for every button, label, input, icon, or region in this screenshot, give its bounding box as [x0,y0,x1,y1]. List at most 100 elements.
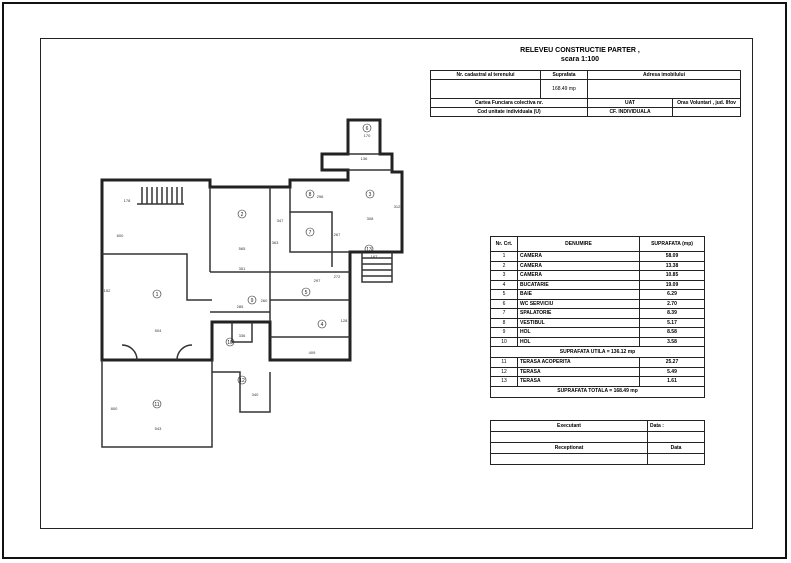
row-nr: 5 [490,289,518,300]
room-number: 6 [366,126,369,132]
row-name: CAMERA [517,251,640,262]
dimension-label: 308 [367,216,374,221]
date-value-1 [647,431,705,443]
date-label-2: Data [647,442,705,454]
cadastral-value [430,79,541,99]
dimension-label: 152 [104,288,111,293]
dimension-label: 296 [317,194,324,199]
row-nr: 8 [490,317,518,328]
row-nr: 4 [490,279,518,290]
row-name: SPALATORIE [517,308,640,319]
floor-plan: 1 2 7 4 5 9 3 6 10 8 11 12 13 178 600 15… [100,118,404,448]
row-name: WC SERVICIU [517,298,640,309]
row-nr: 11 [490,357,518,368]
cf-individual-value [672,107,741,117]
room-number: 13 [366,247,372,253]
row-nr: 13 [490,376,518,387]
col-area: SUPRAFATA (mp) [639,236,705,252]
row-area: 5.49 [639,366,705,377]
row-area: 19.09 [639,279,705,290]
address-label: Adresa imobilului [587,70,741,80]
row-nr: 3 [490,270,518,281]
uat-value: Oras Voluntari , jud. Ilfov [672,98,741,108]
room-number: 12 [239,378,245,384]
useful-area-total: SUPRAFATA UTILA = 136.12 mp [490,346,705,358]
dimension-label: 297 [314,278,321,283]
room-number: 8 [309,192,312,198]
col-nr: Nr. Crt. [490,236,518,252]
dimension-label: 504 [155,328,162,333]
row-name: VESTIBUL [517,317,640,328]
surface-value: 168.49 mp [540,79,588,99]
dimension-label: 167 [371,254,378,259]
row-name: TERASA [517,376,640,387]
row-name: BAIE [517,289,640,300]
total-area: SUPRAFATA TOTALA = 168.49 mp [490,385,705,398]
row-area: 8.58 [639,327,705,338]
row-area: 2.70 [639,298,705,309]
executant-label: Executant [490,420,648,432]
date-label-1: Data : [647,420,705,432]
dimension-label: 409 [309,350,316,355]
room-number: 9 [251,298,254,304]
dimension-label: 340 [252,392,259,397]
dimension-label: 260 [261,298,268,303]
uat-label: UAT [587,98,673,108]
dimension-label: 351 [239,266,246,271]
dimension-label: 565 [239,246,246,251]
room-number: 11 [154,402,159,408]
dimension-label: 267 [334,232,341,237]
unit-code-label: Cod unitate individuala (U) [430,107,588,117]
receptionat-sign [490,453,648,465]
date-value-2 [647,453,705,465]
row-area: 6.29 [639,289,705,300]
dimension-label: 600 [117,233,124,238]
wall [289,212,350,253]
room-number: 5 [305,290,308,296]
cf-collective-label: Cartea Funciara colectiva nr. [430,98,588,108]
wall [231,322,253,343]
dimension-label: 347 [277,218,284,223]
row-name: CAMERA [517,270,640,281]
row-area: 13.38 [639,260,705,271]
row-name: HOL [517,327,640,338]
drawing-frame [40,38,753,529]
row-nr: 6 [490,298,518,309]
wall [289,187,333,267]
row-name: TERASA [517,366,640,377]
row-area: 25.27 [639,357,705,368]
wall [102,253,212,301]
dimension-label: 128 [341,318,348,323]
executant-sign [490,431,648,443]
room-number: 2 [241,212,244,218]
room-number: 1 [156,292,159,298]
row-nr: 10 [490,336,518,347]
terrace-outline [101,360,213,448]
stairs [137,187,184,205]
row-nr: 7 [490,308,518,319]
surface-label: Suprafata [540,70,588,80]
room-number: 4 [321,322,324,328]
row-area: 3.58 [639,336,705,347]
dimension-label: 136 [361,156,368,161]
dimension-label: 543 [155,426,162,431]
row-name: BUCATARIE [517,279,640,290]
cf-individual-label: CF. INDIVIDUALA [587,107,673,117]
room-number: 10 [227,340,233,346]
receptionat-label: Receptionat [490,442,648,454]
signature-table: Executant Data : Receptionat Data [490,420,705,465]
row-area: 1.61 [639,376,705,387]
dimension-label: 312 [394,204,401,209]
room-number: 7 [309,230,312,236]
